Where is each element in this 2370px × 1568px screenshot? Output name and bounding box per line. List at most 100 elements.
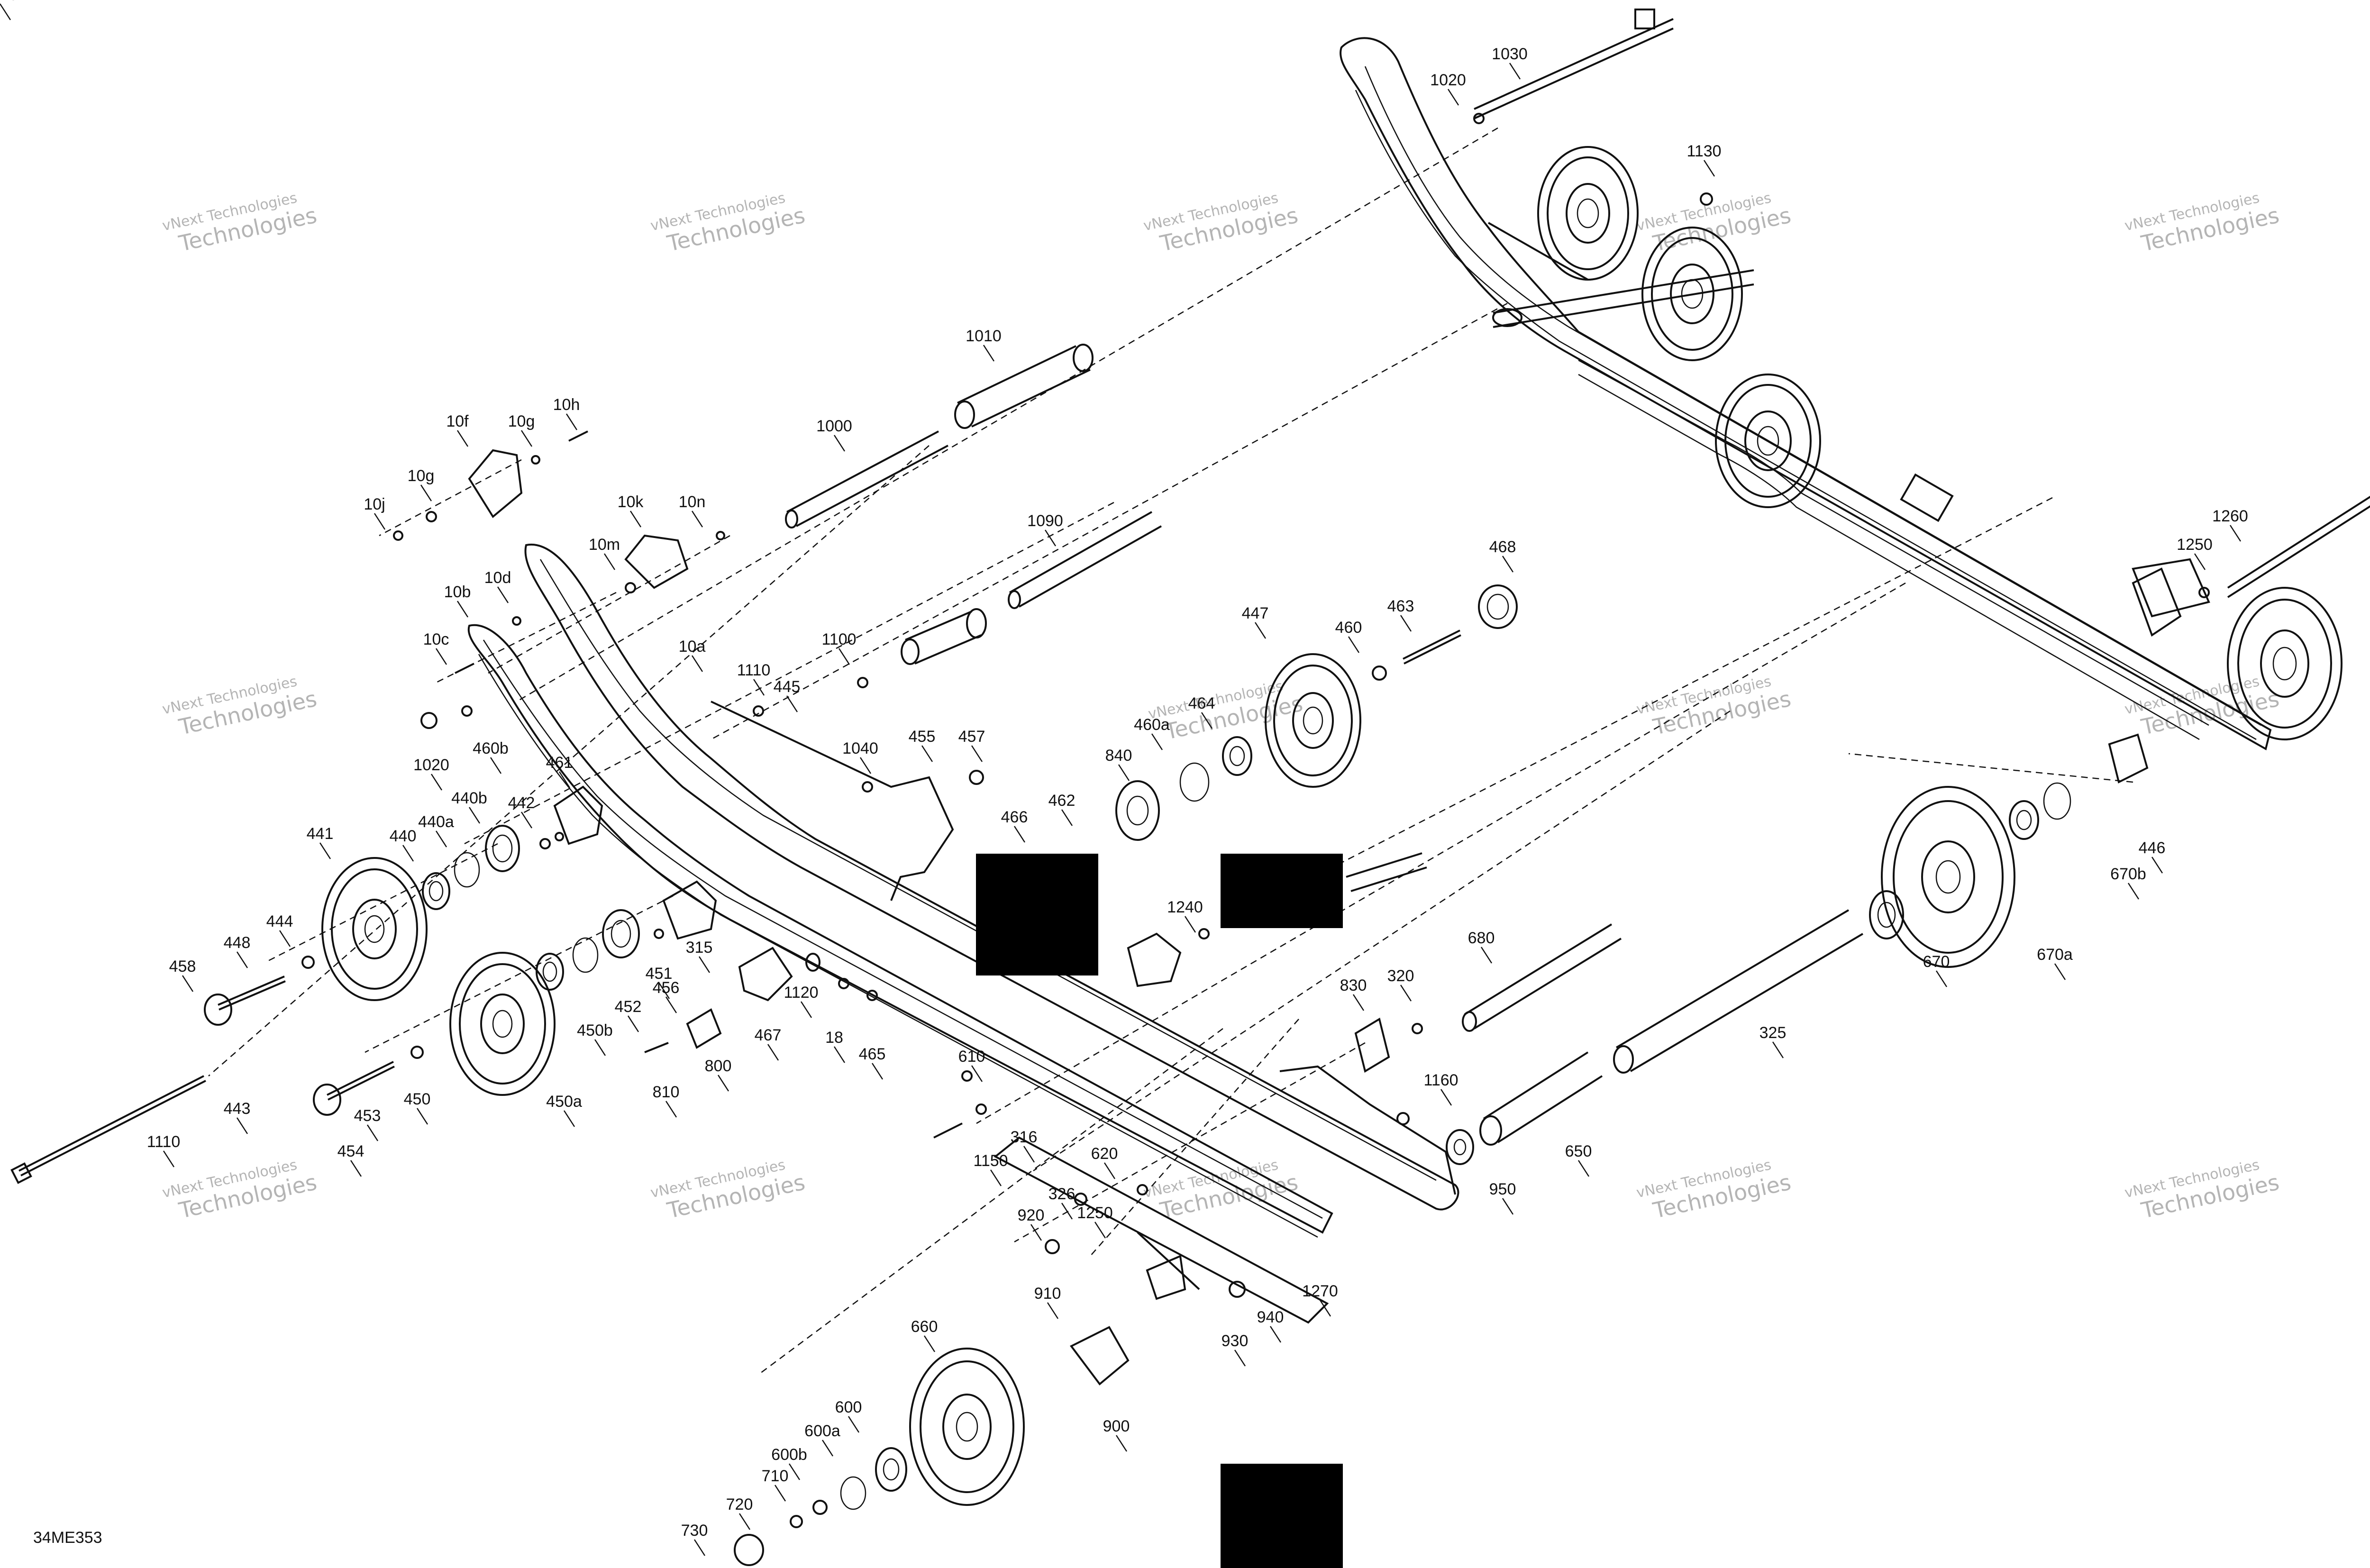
part-label: 1160 [1423,1071,1458,1089]
leader-line [456,601,469,618]
part-label: 450 [404,1090,431,1108]
leader-line [563,1110,575,1127]
leader-line [717,1075,729,1092]
leader-line [1061,1203,1073,1220]
part-label: 1110 [737,661,771,679]
near-rail [467,543,1459,1324]
part-label: 800 [705,1057,732,1075]
part-label: 1240 [1167,898,1203,916]
leader-line [1502,556,1514,573]
leader-line [565,413,578,430]
leader-line [971,745,983,762]
leader-line [627,1015,639,1032]
leader-line [236,1117,248,1134]
part-label: 600a [804,1422,840,1440]
part-label: 442 [508,794,535,812]
leader-line [490,757,502,774]
leader-line [435,830,447,848]
leader-line [1319,1300,1331,1317]
part-label: 840 [1105,747,1132,765]
part-label: 326 [1048,1185,1076,1203]
part-label: 1020 [1430,71,1466,89]
leader-line [435,648,447,665]
redaction-boxes [976,854,1343,1568]
part-label: 1110 [147,1133,181,1151]
part-label: 1250 [2177,536,2213,554]
leader-line [456,430,469,447]
part-label: 448 [224,934,251,952]
part-label: 650 [1565,1142,1592,1160]
leader-line [2229,525,2242,542]
part-label: 440a [418,813,454,831]
leader-line [1348,636,1360,653]
leader-line [1234,1349,1246,1367]
part-label: 670a [2037,946,2073,964]
part-label: 453 [354,1107,381,1125]
leader-line [350,1160,362,1177]
leader-line [871,1063,884,1080]
part-label: 468 [1489,538,1516,556]
part-label: 444 [266,912,293,930]
leader-line [1935,970,1948,987]
part-label: 456 [653,979,680,997]
part-label: 455 [909,728,936,746]
leader-line [1772,1041,1784,1058]
part-label: 670b [2110,865,2146,883]
part-label: 1130 [1686,142,1721,160]
part-label: 1090 [1027,512,1063,530]
leader-line [921,745,933,762]
redaction-box [976,854,1098,975]
part-label: 441 [307,825,334,843]
leader-line [1254,622,1267,639]
part-label: 18 [825,1029,843,1047]
part-label: 1810 [0,0,18,4]
leader-line [1013,826,1026,843]
part-label: 10g [408,467,435,485]
leader-line [1151,733,1163,750]
leader-line [366,1124,379,1141]
part-label: 458 [169,957,196,975]
leader-line [0,3,11,20]
part-label: 10f [446,412,469,430]
part-label: 320 [1387,967,1414,985]
leader-line [1023,1146,1035,1163]
part-label: 463 [1387,597,1414,615]
part-label: 315 [686,939,713,957]
leader-line [1502,1198,1514,1215]
leader-line [753,679,765,696]
leader-line [2151,857,2163,874]
leader-line [833,1046,846,1063]
leader-line [182,975,194,992]
part-label: 910 [1034,1285,1061,1303]
leader-line [163,1150,175,1167]
part-label: 460a [1134,716,1170,734]
leader-line [2194,553,2206,570]
leader-line [990,1169,1002,1186]
leader-line [821,1440,834,1457]
leader-line [1115,1435,1128,1452]
leader-line [788,1463,801,1480]
leader-line [971,1065,983,1082]
leader-line [1440,1089,1452,1106]
leader-line [420,484,432,501]
part-label: 457 [958,728,985,746]
leader-line [738,1513,751,1530]
part-label: 670 [1923,953,1950,971]
leader-line [1044,529,1057,547]
part-label: 900 [1103,1417,1130,1435]
part-label: 1270 [1302,1282,1338,1300]
leader-line [236,951,248,968]
leader-line [691,511,703,528]
part-label: 10j [364,495,385,513]
leader-line [774,1485,786,1502]
leader-line [594,1039,606,1056]
leader-line [1201,712,1213,729]
